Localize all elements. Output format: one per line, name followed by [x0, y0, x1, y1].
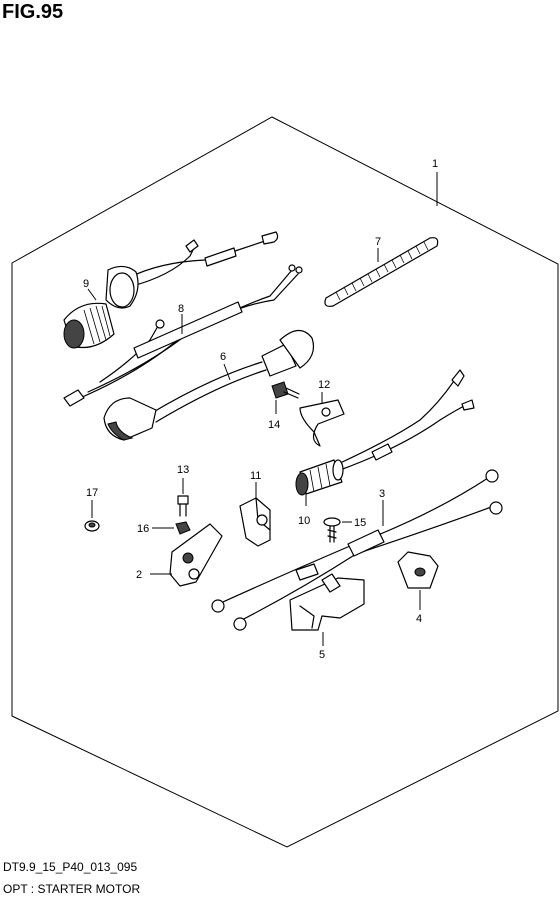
bracket-part-2 [169, 523, 223, 587]
callout-12: 12 [318, 379, 330, 391]
drawing-code: DT9.9_15_P40_013_095 [3, 860, 138, 874]
grommet-block-part-4 [397, 551, 439, 589]
battery-cable-part-3 [211, 469, 503, 631]
callout-6: 6 [220, 351, 226, 363]
bolt-part-13 [177, 495, 189, 517]
callout-15: 15 [354, 517, 366, 529]
corrugated-tube-part-7 [324, 237, 439, 307]
figure-title: FIG.95 [2, 1, 64, 23]
wire-harness-part-8 [63, 264, 303, 407]
holder-part-11 [239, 497, 271, 547]
switch-part-9 [63, 231, 279, 349]
cable-guide-part-5 [289, 573, 365, 631]
callout-5: 5 [319, 649, 325, 661]
bolt-part-14 [271, 381, 300, 399]
drawing-description: OPT : STARTER MOTOR [3, 882, 141, 896]
callout-10: 10 [298, 515, 310, 527]
callout-17: 17 [86, 487, 98, 499]
callout-4: 4 [416, 613, 422, 625]
callout-16: 16 [137, 523, 149, 535]
callout-2: 2 [136, 569, 142, 581]
relay-part-10 [295, 369, 475, 496]
callout-1: 1 [432, 158, 438, 170]
nut-part-16 [175, 521, 191, 535]
starter-cable-part-6 [103, 329, 315, 441]
callout-14: 14 [268, 419, 280, 431]
callout-8: 8 [178, 303, 184, 315]
clip-part-12 [299, 399, 345, 447]
callout-13: 13 [177, 464, 189, 476]
callout-7: 7 [375, 236, 381, 248]
callout-11: 11 [250, 470, 261, 482]
kit-outline [11, 116, 559, 848]
callout-9: 9 [83, 278, 89, 290]
grommet-part-17 [84, 520, 100, 532]
callout-3: 3 [379, 488, 385, 500]
screw-part-15 [323, 517, 341, 543]
